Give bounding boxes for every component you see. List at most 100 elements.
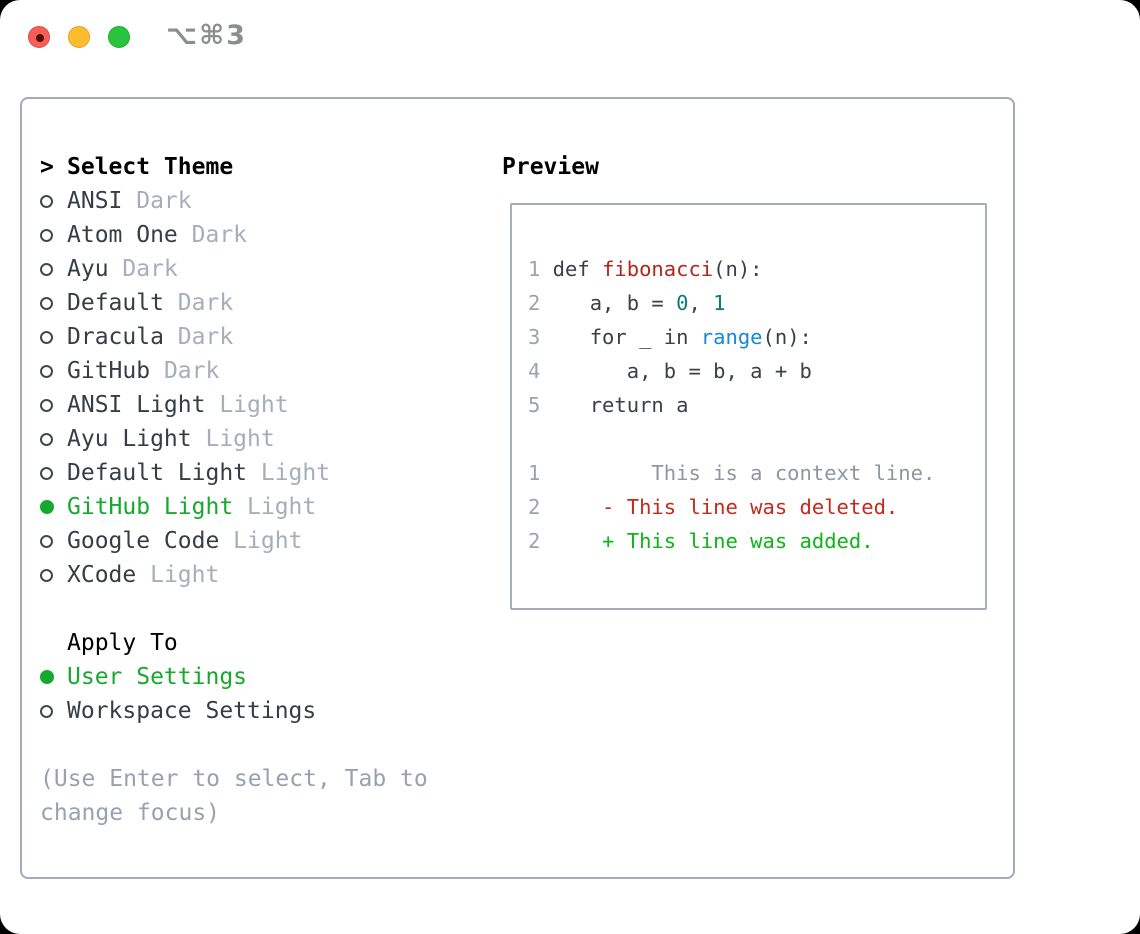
select-theme-header-label: Select Theme <box>67 154 234 180</box>
option-label: Ayu Light <box>67 426 192 452</box>
spacer <box>40 592 490 626</box>
minimize-button[interactable] <box>68 26 90 48</box>
gutter <box>40 262 67 276</box>
gutter <box>40 500 67 514</box>
theme-option-ansi-light-light[interactable]: ANSI Light Light <box>40 388 490 422</box>
variant-label: Dark <box>163 324 234 350</box>
radio-icon <box>40 364 53 378</box>
theme-option-default-light-light[interactable]: Default Light Light <box>40 456 490 490</box>
variant-label: Light <box>219 528 303 554</box>
variant-label: Light <box>136 562 220 588</box>
option-label: Atom One <box>67 222 178 248</box>
theme-option-xcode-light[interactable]: XCode Light <box>40 558 490 592</box>
radio-icon <box>40 330 53 344</box>
gutter <box>40 568 67 582</box>
code-token: 0 <box>676 291 689 315</box>
variant-label: Dark <box>150 358 220 384</box>
code-line <box>528 422 985 456</box>
gutter <box>40 296 67 310</box>
code-token: , <box>688 291 714 315</box>
radio-icon <box>40 398 53 412</box>
radio-icon <box>40 296 53 310</box>
theme-option-ayu-light-light[interactable]: Ayu Light Light <box>40 422 490 456</box>
code-token: range <box>700 325 763 349</box>
code-token: def <box>540 257 603 281</box>
line-number: 2 <box>528 529 541 553</box>
theme-option-github-light-light[interactable]: GitHub Light Light <box>40 490 490 524</box>
option-label: GitHub <box>67 358 151 384</box>
gutter <box>40 364 67 378</box>
line-number: 1 <box>528 257 541 281</box>
theme-option-atom-one-dark[interactable]: Atom One Dark <box>40 218 490 252</box>
code-line: 3 for _ in range(n): <box>528 320 985 354</box>
code-line: 5 return a <box>528 388 985 422</box>
gutter <box>40 398 67 412</box>
apply-option-user-settings[interactable]: User Settings <box>40 660 490 694</box>
preview-box: 1 def fibonacci(n): 2 a, b = 0, 1 3 for _ … <box>510 203 987 610</box>
gutter <box>40 228 67 242</box>
gutter <box>40 330 67 344</box>
theme-option-github-dark[interactable]: GitHub Dark <box>40 354 490 388</box>
option-label: Google Code <box>67 528 220 554</box>
radio-icon <box>40 704 53 718</box>
gutter <box>40 704 67 718</box>
option-label: Ayu <box>67 256 109 282</box>
code-line: 4 a, b = b, a + b <box>528 354 985 388</box>
line-number: 1 <box>528 461 541 485</box>
code-token: (n): <box>762 325 812 349</box>
radio-selected-icon <box>40 670 54 684</box>
code-token: for _ in <box>540 325 701 349</box>
line-number: 2 <box>528 495 541 519</box>
preview-header: Preview <box>502 154 599 180</box>
theme-option-default-dark[interactable]: Default Dark <box>40 286 490 320</box>
option-label: GitHub Light <box>67 494 234 520</box>
code-line: 1 This is a context line. <box>528 456 985 490</box>
variant-label: Light <box>191 426 275 452</box>
spacer <box>40 728 490 762</box>
hint-text-line1: (Use Enter to select, Tab to <box>40 766 428 792</box>
line-number: 2 <box>528 291 541 315</box>
option-label: Default Light <box>67 460 248 486</box>
code-line: 2 - This line was deleted. <box>528 490 985 524</box>
code-token: This is a context line. <box>540 461 936 485</box>
theme-option-google-code-light[interactable]: Google Code Light <box>40 524 490 558</box>
radio-icon <box>40 466 53 480</box>
variant-label: Dark <box>177 222 248 248</box>
window-title: ⌥⌘3 <box>166 20 247 51</box>
variant-label: Dark <box>108 256 178 282</box>
gutter <box>40 194 67 208</box>
theme-option-dracula-dark[interactable]: Dracula Dark <box>40 320 490 354</box>
option-label: Workspace Settings <box>67 698 317 724</box>
code-token: return a <box>540 393 689 417</box>
code-line: 2 + This line was added. <box>528 524 985 558</box>
code-token: + This line was added. <box>540 529 874 553</box>
titlebar: ⌥⌘3 <box>0 0 1140 74</box>
zoom-button[interactable] <box>108 26 130 48</box>
gutter <box>40 534 67 548</box>
close-button[interactable] <box>28 26 50 48</box>
option-label: Dracula <box>67 324 164 350</box>
gutter <box>40 670 67 684</box>
code-token: a, b = <box>540 291 677 315</box>
variant-label: Light <box>205 392 289 418</box>
variant-label: Light <box>247 460 331 486</box>
gutter <box>40 432 67 446</box>
theme-option-ansi-dark[interactable]: ANSI Dark <box>40 184 490 218</box>
radio-icon <box>40 432 53 446</box>
line-number: 3 <box>528 325 541 349</box>
code-token: (n): <box>713 257 763 281</box>
radio-icon <box>40 228 53 242</box>
code-token: - This line was deleted. <box>540 495 899 519</box>
code-line: 1 def fibonacci(n): <box>528 252 985 286</box>
radio-icon <box>40 262 53 276</box>
variant-label: Dark <box>122 188 192 214</box>
radio-icon <box>40 568 53 582</box>
apply-option-workspace-settings[interactable]: Workspace Settings <box>40 694 490 728</box>
theme-option-ayu-dark[interactable]: Ayu Dark <box>40 252 490 286</box>
code-token: 1 <box>713 291 726 315</box>
